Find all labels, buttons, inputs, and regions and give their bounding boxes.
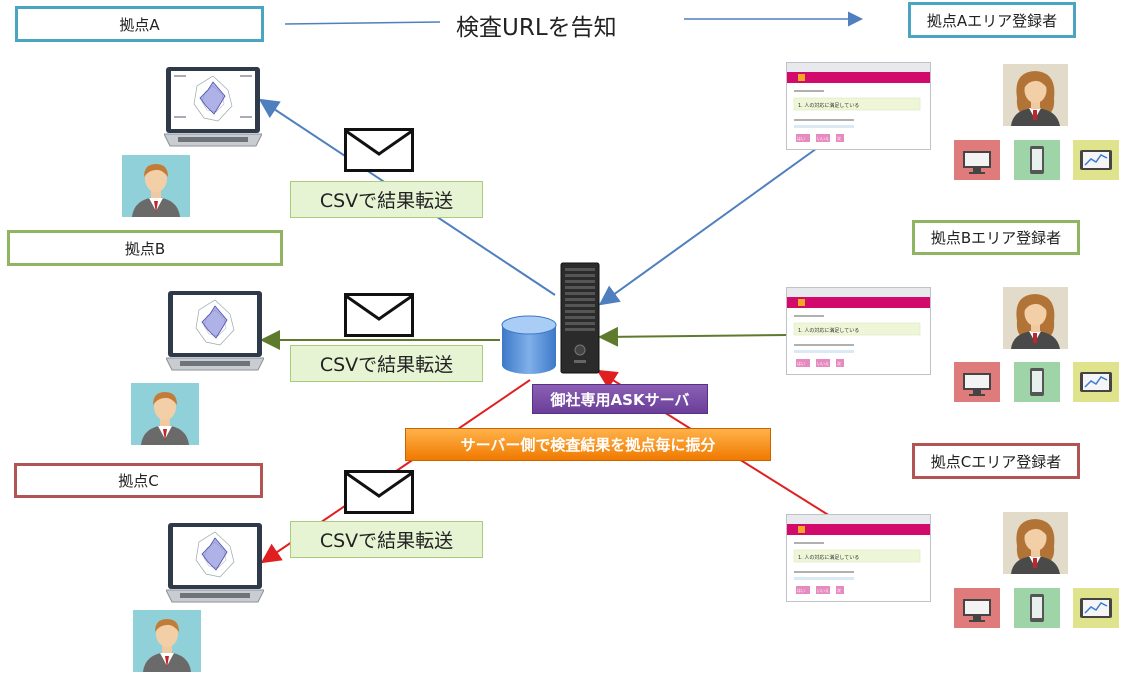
- csv-transfer-label-c: CSVで結果転送: [290, 521, 483, 558]
- database-icon: [501, 315, 557, 374]
- csv-transfer-label-b: CSVで結果転送: [290, 345, 483, 382]
- survey-button-label: 次: [837, 587, 841, 593]
- female-user-avatar-icon: [1003, 512, 1068, 574]
- csv-transfer-label-a: CSVで結果転送: [290, 181, 483, 218]
- survey-browser-window-icon: 1. 人の対応に満足している はい いいえ 次: [786, 514, 931, 602]
- male-user-avatar-icon: [131, 383, 199, 445]
- survey-button-label: はい: [797, 361, 805, 366]
- site-a-box: 拠点A: [15, 6, 264, 42]
- female-user-avatar-icon: [1003, 287, 1068, 349]
- smartphone-icon: [1014, 140, 1060, 180]
- survey-button-label: いいえ: [817, 587, 829, 593]
- laptop-radar-chart-icon: [164, 67, 262, 147]
- survey-button-label: 次: [837, 360, 841, 366]
- desktop-monitor-icon: [954, 588, 1000, 628]
- male-user-avatar-icon: [133, 610, 201, 672]
- smartphone-icon: [1014, 362, 1060, 402]
- site-c-box: 拠点C: [14, 463, 263, 498]
- survey-browser-window-icon: 1. 人の対応に満足している はい いいえ 次: [786, 287, 931, 375]
- registrant-a-box: 拠点Aエリア登録者: [908, 2, 1076, 38]
- mail-envelope-icon: [344, 470, 414, 514]
- arrow-registrant-a-to-server: [598, 145, 821, 306]
- survey-button-label: はい: [797, 136, 805, 141]
- laptop-radar-chart-icon: [166, 523, 264, 603]
- announce-title: 検査URLを告知: [456, 15, 617, 41]
- survey-button-label: 次: [837, 135, 841, 141]
- server-label-banner: 御社専用ASKサーバ: [532, 384, 708, 414]
- announce-line-left: [284, 21, 441, 25]
- mail-envelope-icon: [344, 128, 414, 172]
- female-user-avatar-icon: [1003, 64, 1068, 126]
- desktop-monitor-icon: [954, 140, 1000, 180]
- mail-envelope-icon: [344, 293, 414, 337]
- site-b-box: 拠点B: [7, 230, 283, 266]
- male-user-avatar-icon: [122, 155, 190, 217]
- survey-question-text: 1. 人の対応に満足している: [798, 327, 859, 334]
- survey-browser-window-icon: 1. 人の対応に満足している はい いいえ 次: [786, 62, 931, 150]
- smartphone-icon: [1014, 588, 1060, 628]
- survey-question-text: 1. 人の対応に満足している: [798, 102, 859, 109]
- tablet-chart-icon: [1073, 140, 1119, 180]
- distribution-banner: サーバー側で検査結果を拠点毎に振分: [405, 428, 771, 461]
- survey-question-text: 1. 人の対応に満足している: [798, 554, 859, 561]
- registrant-b-box: 拠点Bエリア登録者: [912, 220, 1080, 255]
- server-tower-icon: [560, 262, 600, 374]
- tablet-chart-icon: [1073, 588, 1119, 628]
- survey-button-label: はい: [797, 588, 805, 593]
- tablet-chart-icon: [1073, 362, 1119, 402]
- registrant-c-box: 拠点Cエリア登録者: [912, 443, 1080, 479]
- arrow-registrant-b-to-server: [598, 326, 789, 347]
- desktop-monitor-icon: [954, 362, 1000, 402]
- survey-button-label: いいえ: [817, 360, 829, 366]
- survey-button-label: いいえ: [817, 135, 829, 141]
- laptop-radar-chart-icon: [166, 291, 264, 371]
